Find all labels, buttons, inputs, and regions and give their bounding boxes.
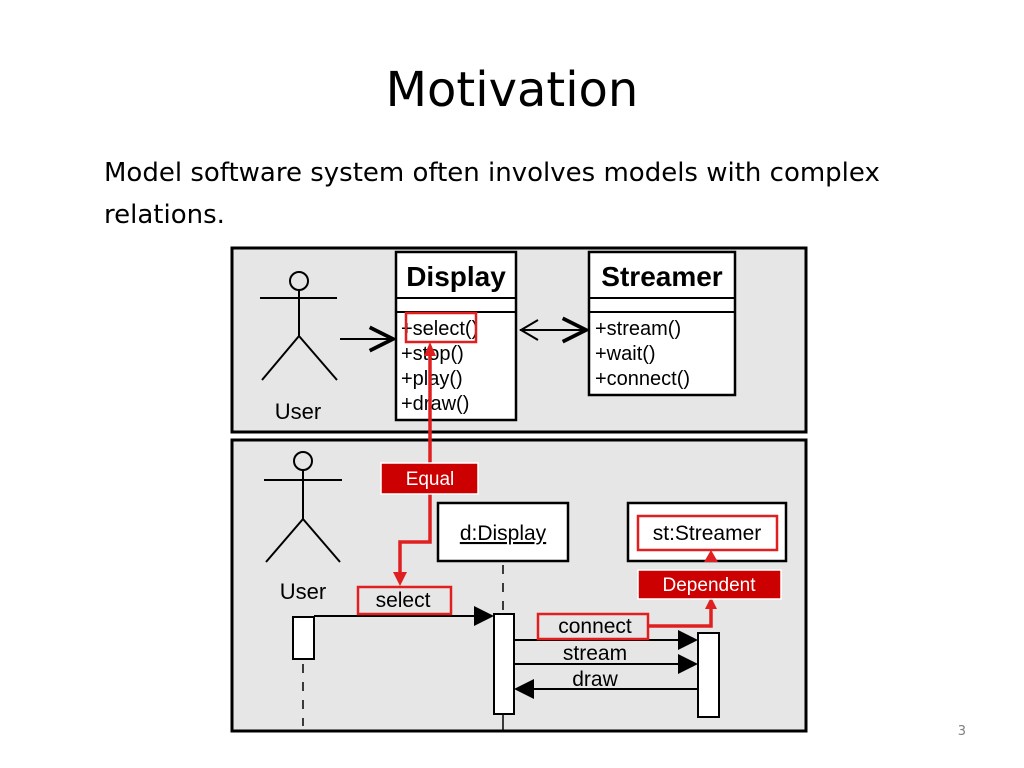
streamer-object-label: st:Streamer — [653, 522, 762, 545]
equal-label: Equal — [406, 469, 455, 490]
association-left-arrowhead — [519, 319, 539, 341]
slide-title: Motivation — [385, 62, 639, 118]
display-method-select: +select() — [401, 318, 478, 340]
streamer-class-name: Streamer — [601, 261, 723, 292]
select-message-highlight — [356, 585, 453, 616]
streamer-method-connect: +connect() — [595, 368, 690, 390]
equal-arrow-up-icon — [424, 342, 436, 356]
user-actor-icon — [260, 271, 338, 381]
display-activation-bar — [493, 613, 515, 715]
equal-connector-line — [398, 350, 432, 578]
highlight-annotations: Equal Dependent — [356, 311, 782, 641]
class-actor-label: User — [275, 399, 321, 424]
streamer-activation-bar — [697, 632, 720, 718]
display-object-box — [436, 501, 570, 563]
streamer-object-highlight — [636, 514, 779, 552]
page-number: 3 — [957, 724, 966, 739]
user-actor-icon — [264, 451, 342, 563]
stream-message-label: stream — [563, 642, 627, 665]
equal-arrow-down-icon — [393, 572, 407, 586]
draw-message-label: draw — [572, 668, 618, 691]
streamer-class-box: Streamer +stream() +wait() +connect() — [587, 250, 737, 397]
sequence-actor-label: User — [280, 579, 326, 604]
dependent-arrow-up-icon — [705, 597, 717, 609]
dependent-arrow-top-icon — [704, 550, 718, 562]
dependent-label: Dependent — [663, 575, 757, 596]
slide-body-text: Model software system often involves mod… — [104, 158, 880, 230]
display-object-label: d:Display — [460, 522, 547, 545]
dependent-connector-line — [648, 605, 713, 628]
display-method-play: +play() — [401, 368, 463, 390]
connect-message-label: connect — [558, 615, 632, 638]
dependent-label-box — [637, 569, 782, 600]
streamer-object-box — [626, 501, 788, 563]
class-diagram-panel: User Display +select() +stop() +play() +… — [230, 246, 808, 434]
select-method-highlight — [404, 311, 478, 344]
display-class-name: Display — [406, 261, 506, 292]
streamer-method-wait: +wait() — [595, 343, 656, 365]
display-method-draw: +draw() — [401, 393, 469, 415]
streamer-method-stream: +stream() — [595, 318, 681, 340]
user-activation-bar — [292, 616, 315, 660]
equal-label-box — [380, 462, 479, 495]
display-class-box: Display +select() +stop() +play() +draw(… — [394, 250, 518, 422]
select-message-label: select — [376, 589, 431, 612]
